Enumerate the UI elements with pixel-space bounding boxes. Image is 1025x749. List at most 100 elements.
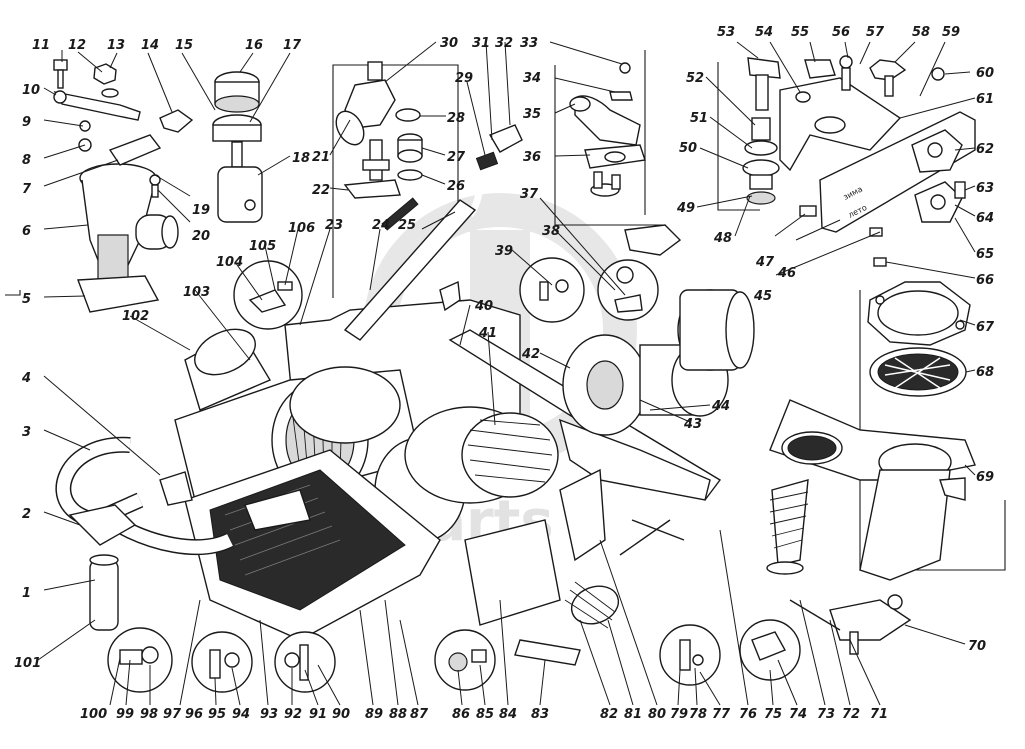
bellows-hose: [766, 479, 809, 575]
part-label-98: 98: [140, 707, 158, 722]
tap-fittings-group: [335, 61, 423, 199]
part-label-9: 9: [22, 115, 31, 130]
part-label-49: 49: [676, 201, 695, 216]
part-label-15: 15: [175, 38, 193, 53]
part-label-5: 5: [22, 292, 31, 307]
leader-lines: [37, 41, 976, 706]
part-label-64: 64: [976, 211, 994, 226]
part-label-93: 93: [260, 707, 278, 722]
part-label-18: 18: [292, 151, 310, 166]
part-label-32: 32: [495, 36, 513, 51]
detail-frame-left-top: [5, 290, 21, 296]
part-label-51: 51: [690, 111, 708, 126]
part-label-87: 87: [410, 707, 429, 722]
part-label-47: 47: [755, 255, 775, 270]
part-label-92: 92: [284, 707, 302, 722]
part-label-97: 97: [163, 707, 182, 722]
part-label-60: 60: [976, 66, 994, 81]
part-label-46: 46: [777, 266, 796, 281]
part-label-58: 58: [912, 25, 930, 40]
detail-frame-bracket: [717, 62, 760, 211]
part-label-103: 103: [183, 285, 210, 300]
part-label-55: 55: [791, 25, 809, 40]
air-inlet-group: [769, 281, 976, 581]
part-label-83: 83: [531, 707, 549, 722]
part-label-27: 27: [447, 150, 466, 165]
part-label-48: 48: [713, 231, 732, 246]
part-label-72: 72: [842, 707, 860, 722]
angle-key: [619, 519, 685, 556]
part-label-16: 16: [245, 38, 263, 53]
part-label-12: 12: [68, 38, 86, 53]
part-label-66: 66: [976, 273, 994, 288]
part-label-89: 89: [365, 707, 383, 722]
part-label-73: 73: [817, 707, 835, 722]
part-label-17: 17: [283, 38, 302, 53]
part-label-71: 71: [870, 707, 888, 722]
part-label-52: 52: [686, 71, 704, 86]
part-label-67: 67: [976, 320, 995, 335]
part-label-36: 36: [523, 150, 541, 165]
part-label-7: 7: [22, 182, 32, 197]
part-label-78: 78: [689, 707, 707, 722]
part-label-10: 10: [22, 83, 40, 98]
control-lever-group: [789, 594, 912, 655]
part-label-14: 14: [141, 38, 159, 53]
part-label-6: 6: [22, 224, 31, 239]
part-label-11: 11: [32, 38, 50, 53]
part-label-31: 31: [472, 36, 490, 51]
part-label-84: 84: [499, 707, 517, 722]
part-label-38: 38: [542, 224, 560, 239]
part-label-21: 21: [312, 150, 330, 165]
pipe-flange-group: [569, 62, 682, 256]
detail-frame-center-top: [332, 64, 459, 298]
part-label-85: 85: [476, 707, 494, 722]
part-label-3: 3: [22, 425, 31, 440]
part-label-94: 94: [232, 707, 250, 722]
part-label-69: 69: [976, 470, 994, 485]
part-label-33: 33: [520, 36, 538, 51]
part-label-81: 81: [624, 707, 642, 722]
part-label-76: 76: [739, 707, 757, 722]
part-label-45: 45: [753, 289, 772, 304]
part-label-22: 22: [312, 183, 330, 198]
part-label-70: 70: [968, 639, 986, 654]
part-label-63: 63: [976, 181, 994, 196]
part-label-106: 106: [288, 221, 315, 236]
part-label-80: 80: [648, 707, 666, 722]
part-label-65: 65: [976, 247, 994, 262]
part-label-104: 104: [216, 255, 243, 270]
part-label-57: 57: [866, 25, 885, 40]
part-label-29: 29: [455, 71, 473, 86]
part-number-labels: 1 2 3 4 5 6 7 8 9 10 11 12 13 14 15 16 1…: [14, 25, 995, 722]
part-label-41: 41: [478, 326, 497, 341]
part-label-2: 2: [22, 507, 31, 522]
part-label-25: 25: [398, 218, 416, 233]
part-label-96: 96: [185, 707, 203, 722]
part-label-4: 4: [21, 371, 31, 386]
part-label-62: 62: [976, 142, 994, 157]
part-label-44: 44: [711, 399, 730, 414]
part-label-100: 100: [80, 707, 107, 722]
part-label-43: 43: [683, 417, 702, 432]
part-label-56: 56: [832, 25, 850, 40]
part-label-28: 28: [447, 111, 465, 126]
part-label-79: 79: [670, 707, 688, 722]
part-label-102: 102: [122, 309, 149, 324]
part-label-54: 54: [755, 25, 773, 40]
part-label-26: 26: [447, 179, 465, 194]
part-label-82: 82: [600, 707, 618, 722]
part-label-19: 19: [192, 203, 210, 218]
part-label-50: 50: [679, 141, 697, 156]
part-label-23: 23: [325, 218, 343, 233]
part-label-99: 99: [116, 707, 134, 722]
part-label-75: 75: [764, 707, 782, 722]
part-label-86: 86: [452, 707, 470, 722]
part-label-105: 105: [249, 239, 276, 254]
part-label-77: 77: [712, 707, 731, 722]
part-label-8: 8: [22, 153, 31, 168]
heater-valve-group: [53, 59, 263, 313]
part-label-39: 39: [495, 244, 513, 259]
